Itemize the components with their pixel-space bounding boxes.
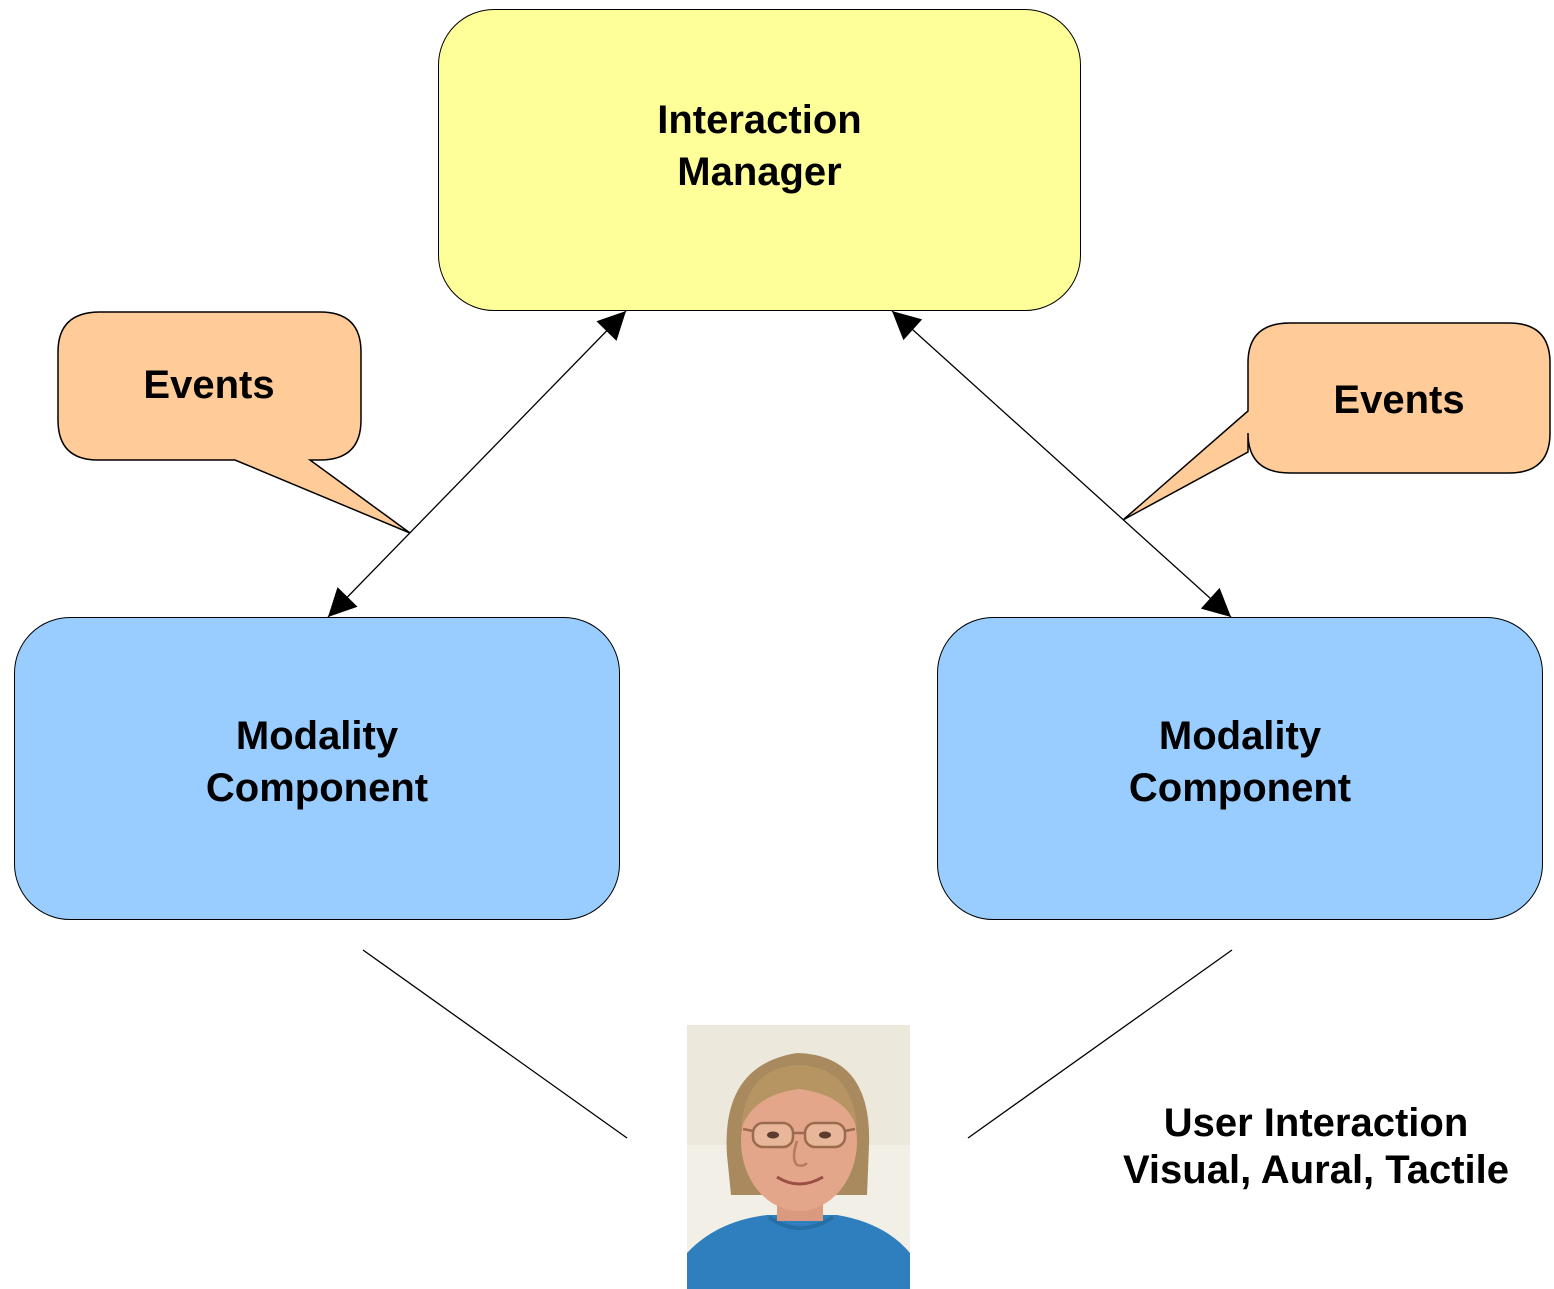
arrow-manager-left	[327, 310, 627, 618]
interaction-manager-box: Interaction Manager	[438, 9, 1081, 311]
events-callout-right	[1122, 322, 1551, 521]
user-photo	[687, 1025, 910, 1289]
user-interaction-caption: User Interaction Visual, Aural, Tactile	[1068, 1100, 1554, 1194]
modality-left-label-line2: Component	[205, 765, 429, 810]
user-portrait-image	[687, 1025, 910, 1289]
user-caption-line1: User Interaction	[1163, 1101, 1469, 1145]
connector-right-to-user	[967, 949, 1233, 1139]
arrow-manager-right	[891, 310, 1232, 618]
events-callout-left	[57, 311, 411, 534]
events-label-left: Events	[143, 363, 275, 407]
modality-component-right-box: Modality Component	[937, 617, 1543, 920]
modality-right-label-line2: Component	[1128, 765, 1352, 810]
modality-component-left-box: Modality Component	[14, 617, 620, 920]
interaction-manager-label-line2: Manager	[677, 150, 842, 194]
modality-right-label-line1: Modality	[1158, 713, 1322, 758]
modality-left-label-line1: Modality	[235, 713, 399, 758]
connector-left-to-user	[362, 949, 628, 1139]
events-label-right: Events	[1333, 378, 1465, 422]
interaction-manager-label-line1: Interaction	[657, 98, 862, 142]
user-caption-line2: Visual, Aural, Tactile	[1122, 1148, 1510, 1192]
